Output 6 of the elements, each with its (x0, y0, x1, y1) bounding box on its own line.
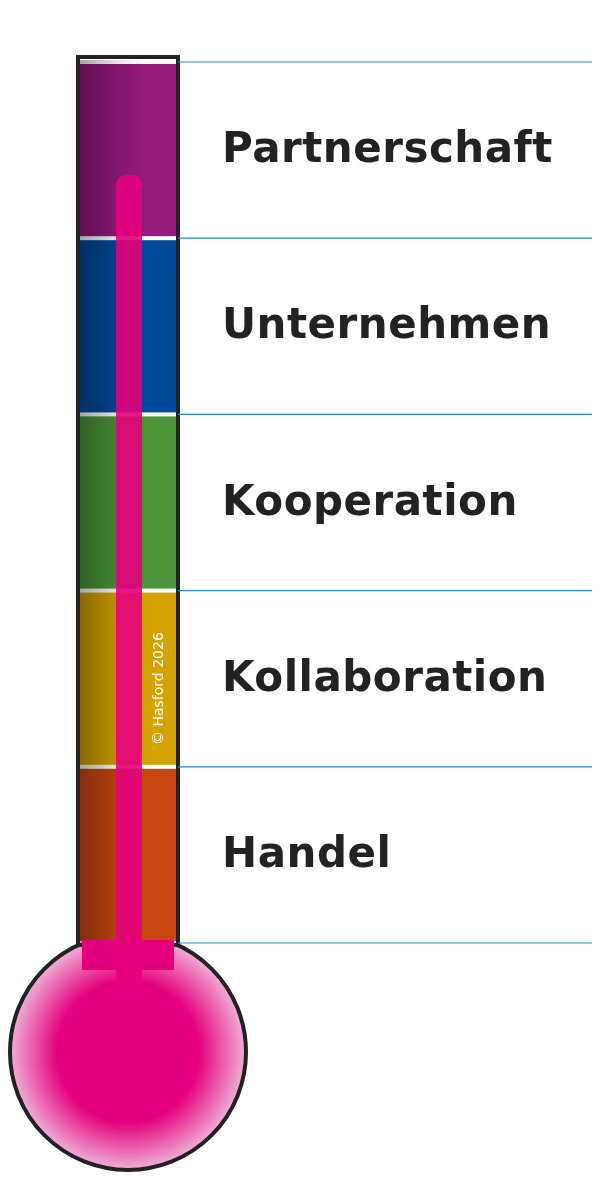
level-label: Kooperation (222, 475, 518, 525)
level-label: Kollaboration (222, 651, 548, 701)
level-label: Unternehmen (222, 299, 552, 349)
level-label: Partnerschaft (222, 123, 553, 173)
level-label: Handel (222, 827, 392, 877)
copyright-note: © Hasford 2026 (150, 632, 166, 745)
